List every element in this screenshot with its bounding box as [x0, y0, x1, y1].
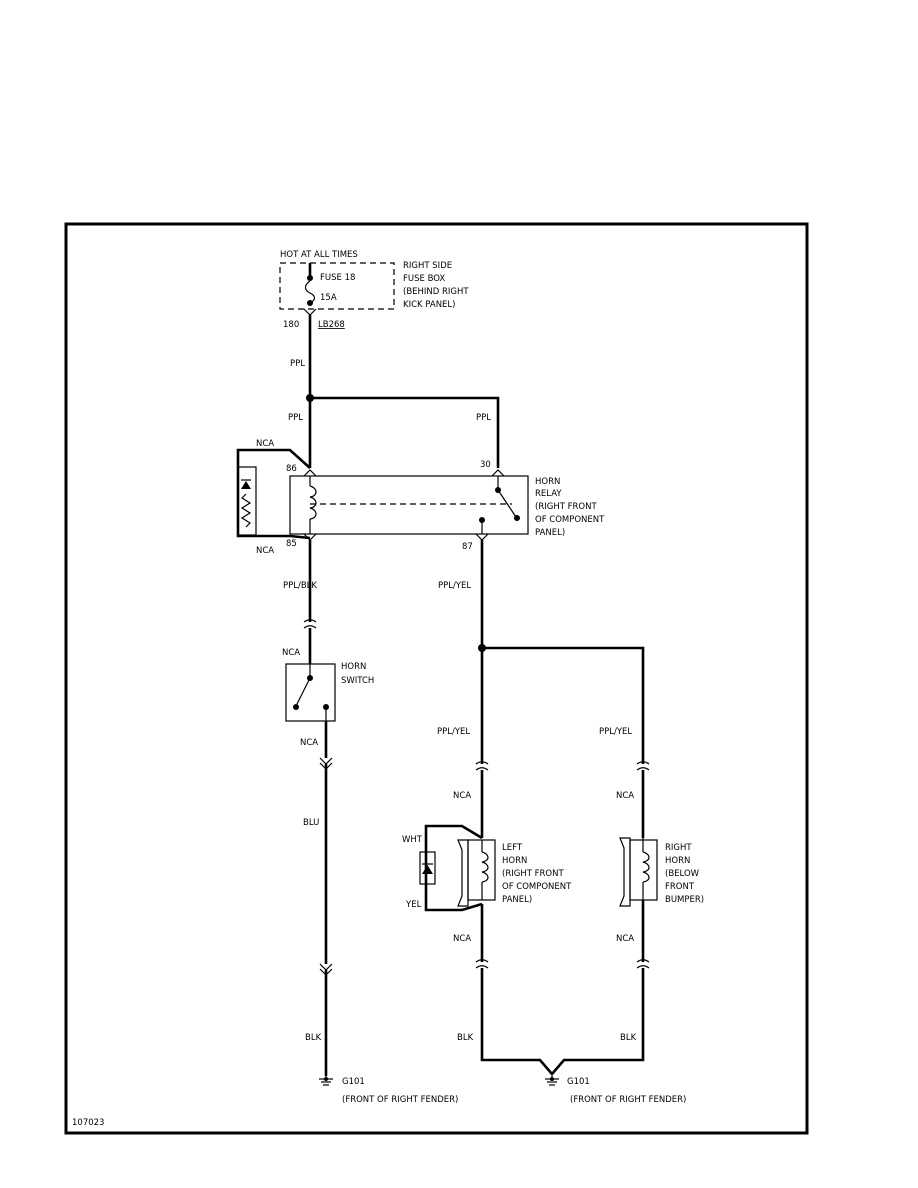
left-horn-label-4: OF COMPONENT	[502, 882, 572, 892]
nca-switch-bottom: NCA	[300, 738, 318, 748]
relay-box	[289, 475, 529, 535]
resistor-icon	[240, 493, 252, 528]
figure-id: 107023	[72, 1118, 104, 1128]
horn-switch-contact-icon	[295, 677, 311, 707]
ground-left-id: G101	[342, 1077, 365, 1087]
fuse-rating: 15A	[320, 293, 337, 303]
left-horn: WHT YEL LEFT HORN (RIGHT FRONT OF COMPON…	[402, 824, 572, 912]
relay-label-5: PANEL)	[535, 528, 565, 538]
relay-label-3: (RIGHT FRONT	[535, 502, 597, 512]
nca-relay-top: NCA	[256, 439, 274, 449]
left-horn-label-5: PANEL)	[502, 895, 532, 905]
wire-label-yel: YEL	[405, 900, 422, 910]
relay-contact-icon	[497, 489, 517, 518]
relay-label-4: OF COMPONENT	[535, 515, 605, 525]
fuse-icon	[304, 280, 316, 304]
fuse-box: HOT AT ALL TIMES FUSE 18 15A RIGHT SIDE …	[279, 250, 469, 330]
right-horn: RIGHT HORN (BELOW FRONT BUMPER)	[619, 837, 704, 907]
wire-label-ppl-3: PPL	[476, 413, 491, 423]
ground-right-icon	[545, 1074, 559, 1086]
left-horn-label-1: LEFT	[502, 843, 523, 853]
fuse-box-line-4: KICK PANEL)	[403, 300, 455, 310]
ground-left-icon	[319, 1076, 333, 1086]
wire-label-blk-3: BLK	[620, 1033, 637, 1043]
wire-label-blk-1: BLK	[305, 1033, 322, 1043]
right-horn-coil-icon	[642, 851, 650, 883]
right-horn-label-3: (BELOW	[665, 869, 700, 879]
relay-pin-86: 86	[286, 464, 297, 474]
fuse-label: FUSE 18	[320, 273, 355, 283]
nca-right-bottom: NCA	[616, 934, 634, 944]
right-horn-label-2: HORN	[665, 856, 690, 866]
wire-label-ppl-blk: PPL/BLK	[283, 581, 317, 591]
hot-at-all-times-label: HOT AT ALL TIMES	[280, 250, 358, 260]
right-horn-label-5: BUMPER)	[665, 895, 704, 905]
left-horn-label-2: HORN	[502, 856, 527, 866]
relay-pin-85: 85	[286, 539, 297, 549]
right-horn-body-icon	[619, 837, 631, 907]
relay-coil-icon	[309, 485, 317, 520]
horn-relay: NCA NCA 86 85 30 87 HORN RELAY (RIGHT FR…	[236, 439, 605, 556]
fuse-box-line-1: RIGHT SIDE	[403, 261, 452, 271]
nca-relay-bottom: NCA	[256, 546, 274, 556]
ppl-wiring: PPL PPL PPL	[288, 315, 500, 468]
wire-label-ppl-yel-3: PPL/YEL	[599, 727, 632, 737]
wire-label-wht: WHT	[402, 835, 423, 845]
diagram-frame	[64, 222, 809, 1135]
nca-left-bottom: NCA	[453, 934, 471, 944]
left-horn-diode-block	[419, 851, 436, 885]
fuse-box-connector-icon	[303, 308, 317, 316]
right-horn-label-4: FRONT	[665, 882, 695, 892]
right-horn-label-1: RIGHT	[665, 843, 692, 853]
diode-icon	[241, 481, 251, 489]
horn-switch-label-1: HORN	[341, 662, 366, 672]
fuse-box-outline	[279, 262, 395, 310]
fuse-terminal-bottom	[307, 300, 313, 306]
wire-label-ppl-yel-1: PPL/YEL	[438, 581, 471, 591]
relay-pin-30: 30	[480, 460, 491, 470]
circuit-number: 180	[283, 320, 299, 330]
diode-resistor-block	[237, 466, 257, 536]
wire-label-ppl-2: PPL	[288, 413, 303, 423]
nca-left-top: NCA	[453, 791, 471, 801]
left-horn-body-icon	[457, 839, 469, 907]
ground-right-id: G101	[567, 1077, 590, 1087]
relay-pin-87: 87	[462, 542, 473, 552]
horn-switch-branch: PPL/BLK NCA HORN SWITCH NCA BLU BLK G10	[282, 540, 458, 1105]
left-horn-label-3: (RIGHT FRONT	[502, 869, 564, 879]
relay-label-2: RELAY	[535, 489, 562, 499]
wire-label-ppl-1: PPL	[290, 359, 305, 369]
fuse-terminal-top	[307, 275, 313, 281]
wire-label-ppl-yel-2: PPL/YEL	[437, 727, 470, 737]
relay-label-1: HORN	[535, 477, 560, 487]
wire-label-blk-2: BLK	[457, 1033, 474, 1043]
horn-branch: PPL/YEL PPL/YEL PPL/YEL NCA NCA WHT YEL	[402, 540, 704, 1105]
reference-label: LB268	[318, 320, 345, 330]
fuse-box-line-2: FUSE BOX	[403, 274, 445, 284]
ground-right-location: (FRONT OF RIGHT FENDER)	[570, 1095, 686, 1105]
ground-left-location: (FRONT OF RIGHT FENDER)	[342, 1095, 458, 1105]
left-horn-diode-icon	[422, 865, 433, 874]
fuse-box-line-3: (BEHIND RIGHT	[403, 287, 469, 297]
nca-right-top: NCA	[616, 791, 634, 801]
left-horn-coil-icon	[481, 851, 489, 883]
nca-switch-top: NCA	[282, 648, 300, 658]
wire-label-blu: BLU	[303, 818, 319, 828]
horn-switch-label-2: SWITCH	[341, 676, 374, 686]
